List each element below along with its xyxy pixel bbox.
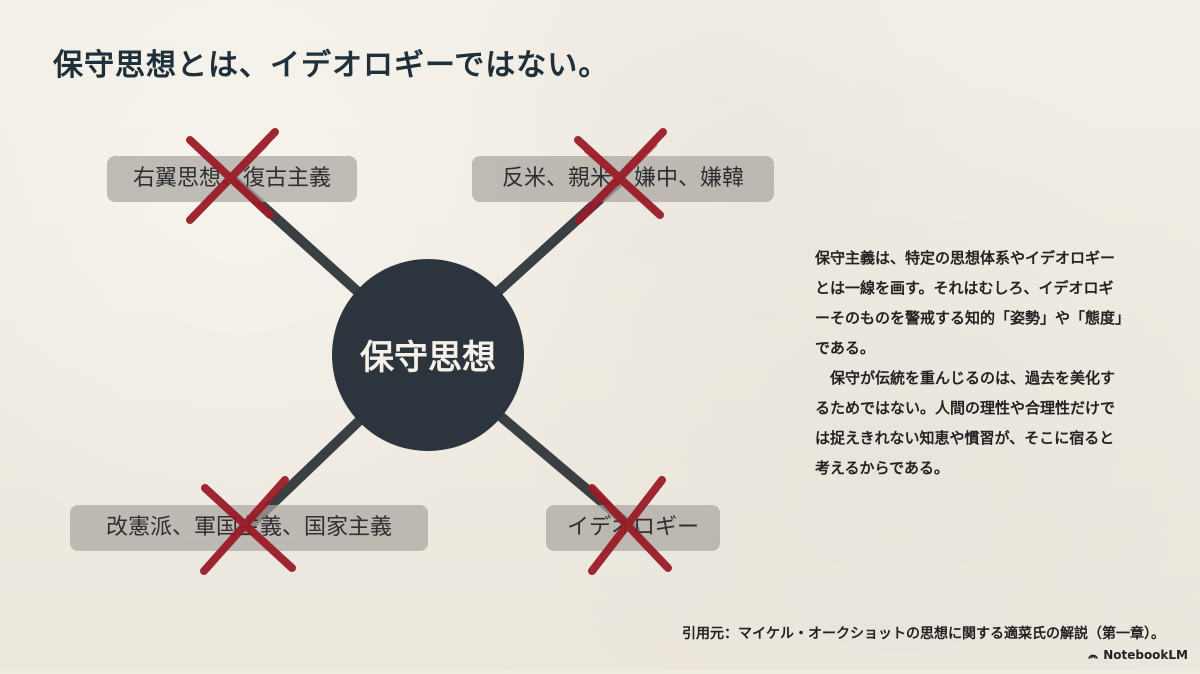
node-label: 改憲派、軍国主義、国家主義 [105, 515, 392, 540]
citation-text: 引用元：マイケル・オークショットの思想に関する適菜氏の解説（第一章）。 [682, 626, 1165, 642]
page-title: 保守思想とは、イデオロギーではない。 [53, 48, 610, 83]
brand-mark: NotebookLM [1087, 648, 1188, 662]
node-label: 右翼思想、復古主義 [132, 166, 331, 191]
paragraph-2: 保守が伝統を重んじるのは、過去を美化す るためではない。人間の理性や合理性だけで… [815, 369, 1116, 477]
notebooklm-icon [1088, 654, 1098, 659]
node-label: 反米、親米、嫌中、嫌韓 [501, 166, 744, 191]
node-right-wing: 右翼思想、復古主義 [107, 156, 357, 202]
explanation-text: 保守主義は、特定の思想体系やイデオロギー とは一線を画す。それはむしろ、イデオロ… [815, 243, 1155, 483]
node-label: イデオロギー [566, 515, 699, 540]
brand-name: NotebookLM [1103, 648, 1188, 662]
node-pro-anti-us: 反米、親米、嫌中、嫌韓 [472, 156, 774, 202]
node-militarism: 改憲派、軍国主義、国家主義 [70, 505, 428, 551]
node-ideology: イデオロギー [546, 505, 720, 551]
paragraph-1: 保守主義は、特定の思想体系やイデオロギー とは一線を画す。それはむしろ、イデオロ… [815, 249, 1131, 357]
center-circle [332, 259, 524, 451]
